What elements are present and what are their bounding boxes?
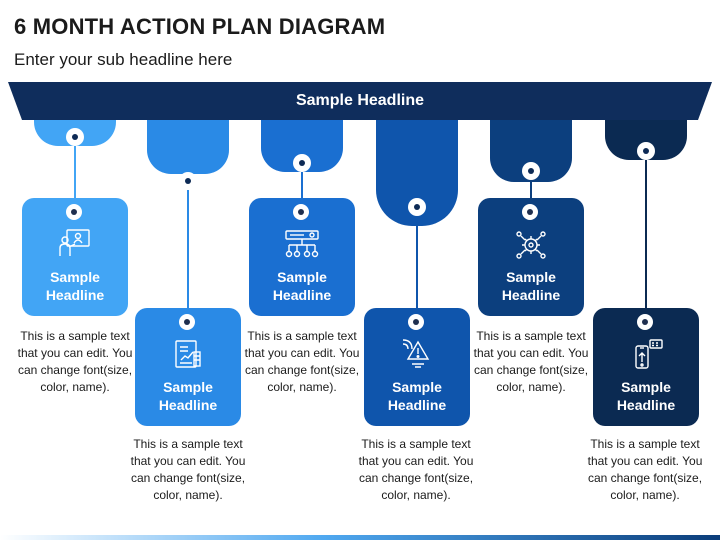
- connector-line-2: [187, 190, 189, 310]
- alert-signal-icon: [402, 339, 430, 368]
- connector-line-5: [530, 180, 532, 200]
- bottom-accent-bar: [0, 535, 720, 540]
- tab-dot-3: [293, 154, 311, 172]
- page-subtitle: Enter your sub headline here: [14, 50, 233, 69]
- card-dot: [66, 204, 82, 220]
- card-description-4: This is a sample text that you can edit.…: [358, 437, 474, 502]
- card-description-6: This is a sample text that you can edit.…: [587, 437, 703, 502]
- connector-line-4: [416, 216, 418, 310]
- presentation-person-icon: [59, 229, 90, 256]
- tab-dot-1: [66, 128, 84, 146]
- card-dot: [179, 314, 195, 330]
- connector-line-1: [74, 146, 76, 200]
- headline-banner: [8, 82, 712, 120]
- tab-dot-6: [637, 142, 655, 160]
- page-title: 6 MONTH ACTION PLAN DIAGRAM: [14, 14, 386, 39]
- card-dot: [293, 204, 309, 220]
- banner-headline: Sample Headline: [295, 92, 425, 109]
- card-dot: [637, 314, 653, 330]
- tab-dot-5: [522, 162, 540, 180]
- tab-month-2: [147, 120, 229, 174]
- card-description-5: This is a sample text that you can edit.…: [473, 329, 589, 394]
- connector-line-6: [645, 160, 647, 310]
- connector-line-3: [301, 172, 303, 200]
- tab-dot-2: [179, 172, 197, 190]
- card-dot: [408, 314, 424, 330]
- website-network-icon: [285, 230, 319, 258]
- gear-network-icon: [516, 231, 546, 259]
- card-dot: [522, 204, 538, 220]
- card-description-2: This is a sample text that you can edit.…: [130, 437, 246, 502]
- financial-report-icon: [175, 340, 201, 368]
- card-description-3: This is a sample text that you can edit.…: [244, 329, 360, 394]
- tab-dot-4: [408, 198, 426, 216]
- mobile-app-icon: [635, 339, 663, 369]
- card-description-1: This is a sample text that you can edit.…: [17, 329, 133, 394]
